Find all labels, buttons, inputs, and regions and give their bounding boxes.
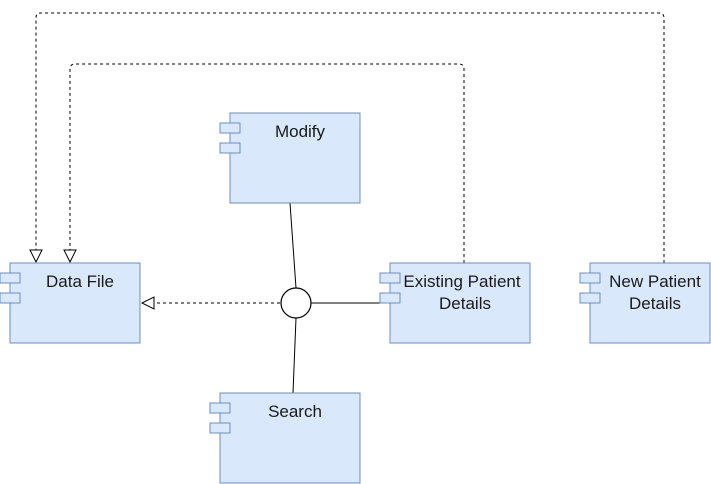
- component-new-patient-label-line2: Details: [629, 294, 681, 313]
- component-new-patient-tab-top: [579, 272, 601, 284]
- component-search-body: [219, 392, 361, 484]
- component-existing-patient-label-line2: Details: [439, 294, 491, 313]
- component-data-file[interactable]: Data File: [0, 262, 141, 344]
- component-existing-patient-tab-bottom: [379, 292, 401, 304]
- component-data-file-label: Data File: [46, 272, 114, 291]
- component-modify-label: Modify: [275, 122, 326, 141]
- component-new-patient-label-line1: New Patient: [609, 272, 701, 291]
- edge-hub-to-modify: [289, 202, 297, 289]
- component-existing-patient-tab-top: [379, 272, 401, 284]
- edge-new-patient-to-data-file: [35, 12, 665, 263]
- component-modify[interactable]: Modify: [219, 112, 361, 204]
- component-search-tab-top: [209, 402, 231, 414]
- component-search-tab-bottom: [209, 422, 231, 434]
- component-new-patient-tab-bottom: [579, 292, 601, 304]
- component-data-file-tab-bottom: [0, 292, 21, 304]
- component-new-patient-body: [589, 262, 711, 344]
- component-modify-tab-top: [219, 122, 241, 134]
- component-search[interactable]: Search: [209, 392, 361, 484]
- arrow-head-hub: [140, 296, 155, 310]
- arrow-head-new-patient: [29, 249, 43, 264]
- component-existing-patient-body: [389, 262, 531, 344]
- edge-hub-to-search: [292, 317, 297, 394]
- component-search-label: Search: [268, 402, 322, 421]
- component-data-file-tab-top: [0, 272, 21, 284]
- component-existing-patient-details[interactable]: Existing Patient Details: [379, 262, 531, 344]
- component-modify-tab-bottom: [219, 142, 241, 154]
- component-new-patient-details[interactable]: New Patient Details: [579, 262, 711, 344]
- component-modify-body: [229, 112, 361, 204]
- component-existing-patient-label-line1: Existing Patient: [403, 272, 520, 291]
- interface-hub-circle[interactable]: [280, 287, 312, 319]
- arrow-head-existing-patient: [63, 249, 77, 264]
